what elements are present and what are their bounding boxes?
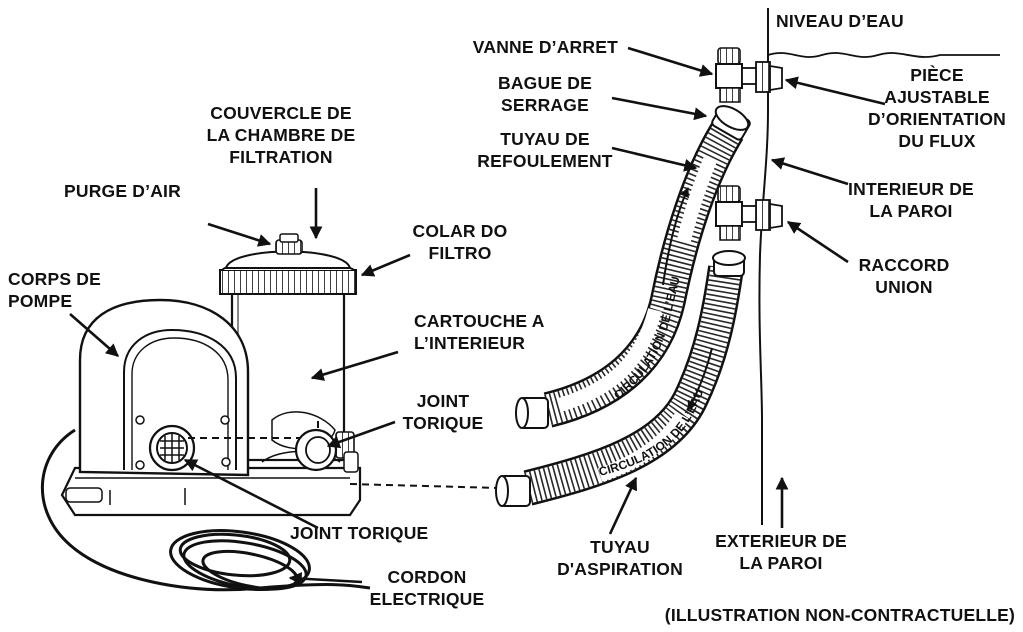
air-purge-valve (275, 233, 303, 255)
shutoff-valve-bottom (715, 185, 759, 241)
arrow-o-ring-right (326, 420, 396, 449)
flow-arrows (662, 187, 713, 411)
label-cartridge: CARTOUCHE A L’INTERIEUR (414, 311, 545, 353)
arrow-o-ring-bottom (183, 458, 319, 530)
arrow-outlet-hose (611, 146, 698, 172)
arrow-pump-body (69, 313, 119, 357)
label-filter-collar: COLAR DO FILTRO (412, 221, 508, 263)
arrow-cartridge (310, 350, 399, 381)
label-inlet-hose: TUYAU D'ASPIRATION (557, 537, 683, 579)
label-wall-outside: EXTERIEUR DE LA PAROI (715, 531, 847, 573)
label-outlet-hose: TUYAU DE REFOULEMENT (477, 129, 613, 171)
leader-arrows (69, 46, 886, 586)
pump-body (78, 298, 250, 477)
arrow-union-fitting (786, 220, 849, 264)
filter-outlet-port (294, 428, 359, 473)
arrow-air-purge (207, 222, 272, 247)
label-wall-inside: INTERIEUR DE LA PAROI (848, 179, 974, 221)
label-shutoff-valve: VANNE D’ARRET (472, 37, 618, 57)
label-pump-body: CORPS DE POMPE (8, 269, 102, 311)
outlet-hose-end-pump (515, 397, 549, 429)
arrow-shutoff-valve (627, 46, 714, 77)
arrow-power-cord (288, 572, 363, 586)
label-union-fitting: RACCORD UNION (858, 255, 950, 297)
label-disclaimer: (ILLUSTRATION NON-CONTRACTUELLE) (664, 605, 1015, 625)
water-level-line (767, 52, 1000, 58)
outlet-hose-end-pool (711, 105, 751, 141)
label-o-ring-right: JOINT TORIQUE (402, 391, 484, 433)
inlet-hose-end-pump (495, 475, 531, 507)
pump-base (60, 466, 362, 517)
label-o-ring-bottom: JOINT TORIQUE (290, 523, 429, 543)
union-fitting (755, 199, 783, 231)
power-cord (40, 428, 371, 592)
inlet-hose (523, 265, 744, 506)
label-clamp-ring: BAGUE DE SERRAGE (498, 73, 592, 115)
flow-nozzle-top (755, 61, 783, 93)
arrow-inlet-hose (608, 476, 638, 535)
dashed-connectors (188, 420, 501, 489)
label-filter-cover: COUVERCLE DE LA CHAMBRE DE FILTRATION (206, 103, 356, 167)
pool-wall (758, 8, 769, 525)
label-air-purge: PURGE D’AIR (64, 181, 181, 201)
shutoff-valve-top (715, 47, 759, 103)
arrow-wall-inside (770, 157, 849, 186)
label-adjustable-piece: PIÈCE AJUSTABLE D’ORIENTATION DU FLUX (867, 65, 1007, 151)
inlet-hose-end-pool (712, 250, 746, 277)
arrow-clamp-ring (611, 96, 708, 121)
pump-inlet-port (148, 424, 196, 472)
label-power-cord: CORDON ELECTRIQUE (369, 567, 485, 609)
outlet-hose (543, 120, 744, 428)
arrow-filter-collar (360, 253, 411, 277)
arrow-adjustable-piece (784, 76, 886, 106)
label-water-level: NIVEAU D’EAU (776, 11, 904, 31)
